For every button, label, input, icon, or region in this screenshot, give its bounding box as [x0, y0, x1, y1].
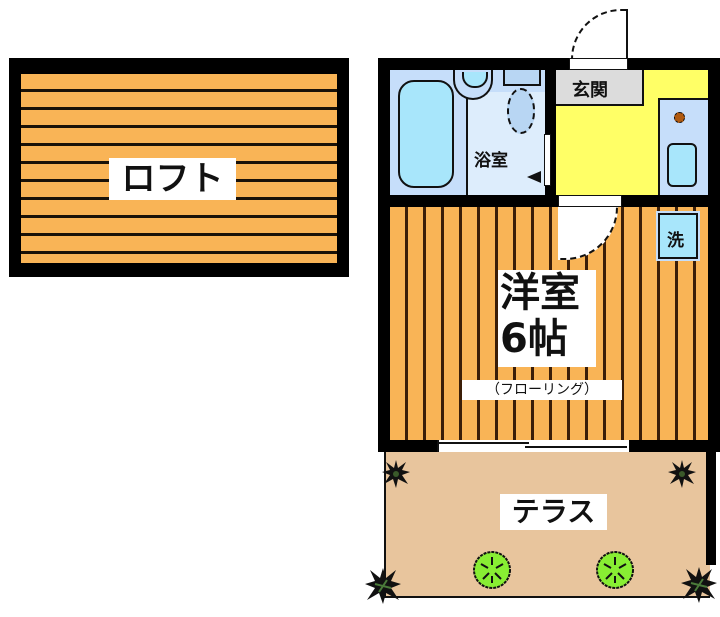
stove-burner-icon	[674, 112, 685, 123]
front-door-leaf	[626, 9, 628, 59]
shrub-icon	[681, 567, 717, 603]
toilet-bowl-icon	[507, 88, 535, 134]
entrance-label-box	[556, 70, 644, 106]
room-door-opening[interactable]	[558, 195, 622, 207]
front-door-opening[interactable]	[569, 58, 628, 70]
terrace-side-wall	[706, 452, 716, 565]
front-door-swing	[571, 9, 627, 59]
shrub-icon	[365, 568, 401, 604]
terrace-label: テラス	[500, 494, 607, 530]
tree-icon	[596, 551, 634, 589]
door-handle-icon	[527, 171, 541, 183]
shrub-icon	[382, 460, 410, 488]
loft-label: ロフト	[109, 158, 236, 200]
flooring-label: （フローリング）	[462, 380, 622, 400]
western-room-label: 洋室 6帖	[498, 270, 596, 367]
room-type-label: 洋室	[500, 270, 580, 316]
room-size-label: 6帖	[500, 316, 568, 362]
terrace-sliding-door[interactable]	[437, 440, 629, 452]
washer-label: 洗	[667, 231, 684, 251]
bathroom-label: 浴室	[474, 151, 508, 171]
bathtub-icon	[398, 80, 454, 188]
toilet-tank-icon	[503, 70, 541, 86]
washer-space	[656, 211, 700, 261]
tree-icon	[473, 551, 511, 589]
entrance-label: 玄関	[572, 80, 608, 101]
kitchen-sink-icon	[667, 143, 697, 187]
shrub-icon	[668, 460, 696, 488]
bathroom-door[interactable]	[544, 134, 551, 186]
